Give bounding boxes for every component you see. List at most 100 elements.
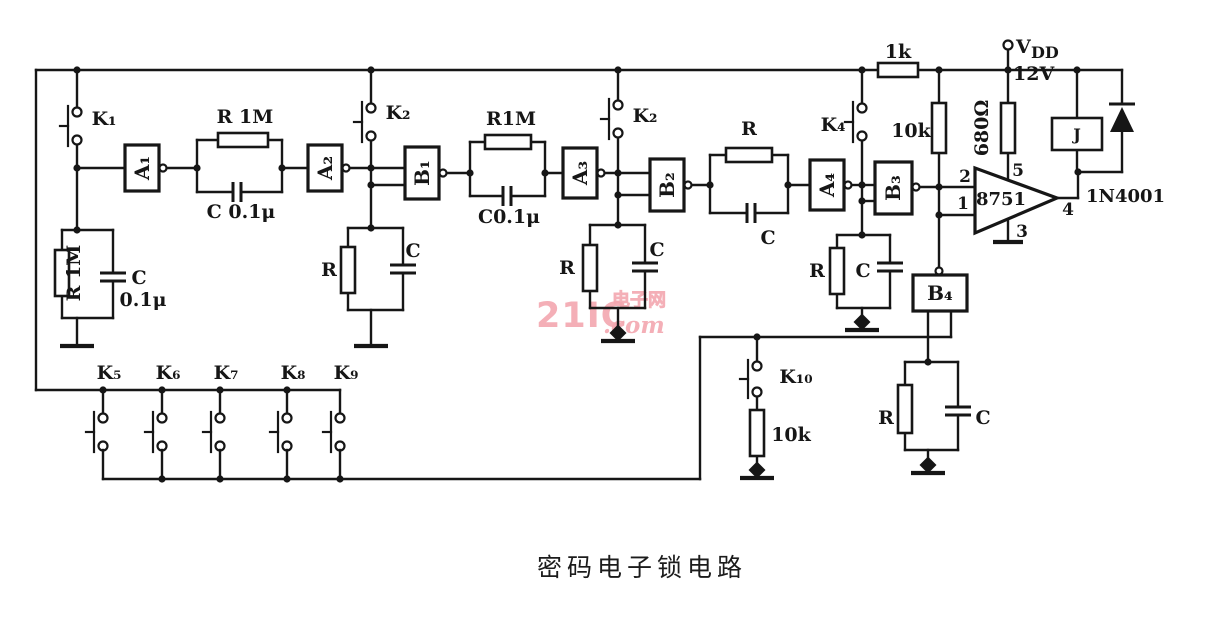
label-gate-b3: B₃: [881, 175, 905, 201]
gate-a1-bubble: [158, 163, 168, 173]
label-gate-a2: A₂: [313, 156, 337, 181]
label-pin4: 4: [1062, 200, 1074, 220]
vdd-terminal: [1002, 39, 1014, 51]
label-gate-a1: A₁: [130, 156, 154, 181]
label-fb3-r: R: [741, 118, 757, 140]
capacitor-fb3: [745, 203, 757, 223]
switch-k7: [201, 388, 226, 481]
label-shunt3-r: R: [559, 257, 575, 279]
label-k9: K₉: [334, 362, 359, 384]
label-shunt1-r: R 1M: [63, 245, 85, 302]
label-k8: K₈: [281, 362, 306, 384]
junction-dots: [73, 66, 1082, 483]
capacitor-shunt1: [100, 271, 126, 283]
label-shunt4-r: R: [809, 260, 825, 282]
label-k2b: K₂: [633, 105, 658, 127]
label-fb1-r: R 1M: [217, 106, 274, 128]
capacitor-b4: [945, 405, 971, 417]
opamp-triangle: [973, 165, 1062, 236]
switches-group: [58, 97, 868, 481]
label-b4rc-c: C: [975, 407, 990, 429]
ground-k10: [740, 461, 774, 481]
switch-k6: [143, 388, 168, 481]
label-k10: K₁₀: [779, 366, 812, 388]
label-fb1-c: C 0.1μ: [207, 201, 276, 223]
gates-group: [123, 143, 969, 313]
resistor-shunt3-r: [581, 243, 599, 293]
label-12v: 12V: [1013, 63, 1055, 85]
label-shunt2-r: R: [321, 259, 337, 281]
switch-k2b: [599, 97, 624, 141]
diode-triangle: [1110, 107, 1134, 132]
label-10k-top: 10k: [891, 120, 931, 142]
vdd-terminal-circle: [1002, 39, 1014, 51]
label-fb2-r: R1M: [486, 108, 536, 130]
caption: 密码电子锁电路: [537, 553, 747, 582]
label-k6: K₆: [156, 362, 181, 384]
gate-b2-bubble: [683, 180, 693, 190]
capacitor-shunt2: [390, 263, 416, 275]
switch-k5: [84, 388, 109, 481]
label-k2a: K₂: [386, 102, 411, 124]
resistor-680ohm: [999, 101, 1017, 155]
label-pin1: 1: [957, 194, 969, 214]
label-pin5: 5: [1012, 161, 1024, 181]
label-fb2-c: C0.1μ: [478, 206, 540, 228]
resistor-shunt4-r: [828, 246, 846, 296]
label-shunt4-c: C: [855, 260, 870, 282]
label-relay-j: J: [1071, 125, 1081, 144]
label-680ohm: 680Ω: [971, 100, 993, 157]
label-gate-a4: A₄: [815, 173, 839, 199]
gate-a3-bubble: [596, 168, 606, 178]
label-shunt2-c: C: [405, 240, 420, 262]
labels: K₁ K₂ K₂ K₄ K₅ K₆ K₇ K₈ K₉ K₁₀ 10k R 1M …: [63, 36, 1165, 446]
gate-a4-bubble: [843, 180, 853, 190]
capacitor-shunt3: [632, 261, 658, 273]
label-pin2: 2: [959, 167, 971, 187]
switch-k9: [321, 388, 346, 481]
resistor-shunt2-r: [339, 245, 357, 295]
switch-k1: [58, 104, 83, 148]
diode-1n4001: [1109, 102, 1135, 132]
ground-b4rc: [911, 456, 945, 476]
capacitor-fb1: [231, 182, 243, 202]
watermark-brand: 21IC: [536, 296, 627, 336]
label-b4rc-r: R: [878, 407, 894, 429]
label-k1: K₁: [92, 108, 117, 130]
relay-j: [1050, 116, 1104, 152]
ic-8751: [973, 165, 1062, 236]
watermark-cn: 电子网: [612, 289, 666, 311]
capacitor-fb2: [501, 186, 513, 206]
label-k7: K₇: [214, 362, 239, 384]
resistor-10k-k10: [748, 408, 766, 458]
label-ic-8751: 8751: [976, 189, 1026, 210]
gate-b1-bubble: [438, 168, 448, 178]
gate-b3-bubble: [911, 182, 921, 192]
resistor-fb1-r1m: [216, 131, 270, 149]
label-1k: 1k: [885, 41, 912, 63]
switch-k4: [843, 100, 868, 144]
label-k10-10k: 10k: [771, 424, 811, 446]
label-gate-b4: B₄: [927, 281, 953, 305]
ground-shunt4: [845, 313, 879, 333]
gate-b2-box: [648, 157, 686, 213]
label-pin3: 3: [1016, 222, 1028, 242]
label-1n4001: 1N4001: [1086, 186, 1165, 207]
label-fb3-c: C: [760, 227, 775, 249]
capacitors: [100, 182, 971, 417]
ground-shunt3: [601, 324, 635, 344]
label-k4: K₄: [821, 114, 846, 136]
gate-b4-box: [911, 273, 969, 313]
resistor-b4-r: [896, 383, 914, 435]
gate-a3-box: [561, 146, 599, 200]
gate-a2-bubble: [341, 163, 351, 173]
label-gate-b1: B₁: [410, 160, 434, 186]
label-gate-b2: B₂: [655, 172, 679, 198]
switch-k2a: [352, 100, 377, 144]
gate-a1-box: [123, 143, 161, 193]
ground-symbols: [60, 239, 1023, 481]
label-k5: K₅: [97, 362, 122, 384]
capacitor-shunt4: [877, 261, 903, 273]
label-shunt3-c: C: [649, 239, 664, 261]
